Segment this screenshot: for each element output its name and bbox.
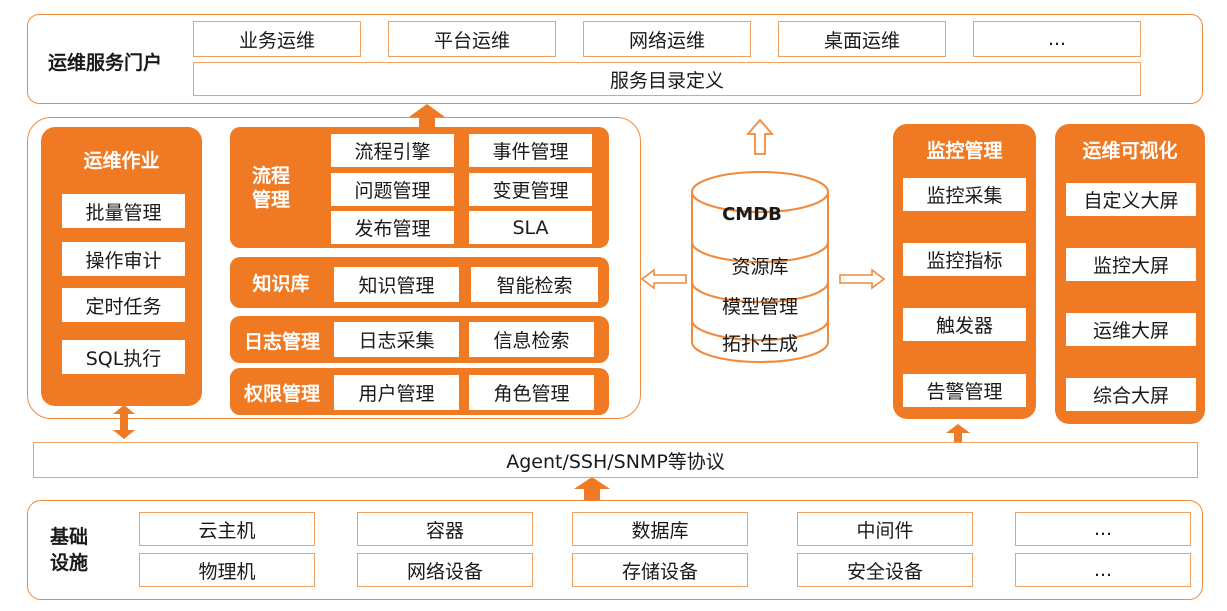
ops-item-sql[interactable]: SQL执行 <box>62 340 185 374</box>
infra-item-security[interactable]: 安全设备 <box>797 553 973 587</box>
portal-item-desktop[interactable]: 桌面运维 <box>778 21 946 57</box>
ops-item-batch[interactable]: 批量管理 <box>62 194 185 228</box>
log-item-search[interactable]: 信息检索 <box>469 322 594 357</box>
ops-item-timer[interactable]: 定时任务 <box>62 288 185 322</box>
arrow-up-icon <box>746 118 774 155</box>
ops-work-title: 运维作业 <box>83 149 160 172</box>
log-item-collect[interactable]: 日志采集 <box>334 322 459 357</box>
visual-item-ops[interactable]: 运维大屏 <box>1066 313 1196 346</box>
knowledge-item-manage[interactable]: 知识管理 <box>334 267 459 302</box>
visual-item-custom[interactable]: 自定义大屏 <box>1066 183 1196 216</box>
infra-item-network-device[interactable]: 网络设备 <box>357 553 533 587</box>
permission-item-user[interactable]: 用户管理 <box>334 375 459 410</box>
protocol-bar: Agent/SSH/SNMP等协议 <box>33 442 1198 478</box>
monitor-item-metric[interactable]: 监控指标 <box>903 243 1026 276</box>
infra-item-middleware[interactable]: 中间件 <box>797 512 973 546</box>
portal-item-network[interactable]: 网络运维 <box>583 21 751 57</box>
infra-title: 基础 设施 <box>50 526 89 574</box>
process-item-event[interactable]: 事件管理 <box>469 134 592 167</box>
infra-item-more-1[interactable]: ... <box>1015 512 1191 546</box>
infra-item-container[interactable]: 容器 <box>357 512 533 546</box>
knowledge-item-search[interactable]: 智能检索 <box>471 267 598 302</box>
process-item-release[interactable]: 发布管理 <box>331 211 454 244</box>
infra-item-physical[interactable]: 物理机 <box>139 553 315 587</box>
monitor-item-trigger[interactable]: 触发器 <box>903 308 1026 341</box>
process-item-sla[interactable]: SLA <box>469 211 592 244</box>
visual-title: 运维可视化 <box>1082 139 1178 162</box>
monitor-item-collect[interactable]: 监控采集 <box>903 178 1026 211</box>
visual-item-monitor[interactable]: 监控大屏 <box>1066 248 1196 281</box>
cmdb-item-resource: 资源库 <box>731 256 789 278</box>
arrow-right-icon <box>839 268 886 290</box>
monitor-item-alert[interactable]: 告警管理 <box>903 374 1026 407</box>
infra-item-more-2[interactable]: ... <box>1015 553 1191 587</box>
monitor-title: 监控管理 <box>926 139 1003 162</box>
knowledge-title: 知识库 <box>252 272 310 295</box>
infra-item-cloud-host[interactable]: 云主机 <box>139 512 315 546</box>
permission-item-role[interactable]: 角色管理 <box>469 375 594 410</box>
process-title: 流程 管理 <box>251 165 290 211</box>
arrow-up-solid-icon <box>409 104 445 129</box>
ops-item-audit[interactable]: 操作审计 <box>62 242 185 276</box>
process-item-problem[interactable]: 问题管理 <box>331 173 454 206</box>
cmdb-item-model: 模型管理 <box>721 296 798 318</box>
permission-title: 权限管理 <box>243 382 320 405</box>
visual-item-overall[interactable]: 综合大屏 <box>1066 378 1196 411</box>
infra-item-database[interactable]: 数据库 <box>572 512 748 546</box>
portal-item-business[interactable]: 业务运维 <box>193 21 361 57</box>
portal-title: 运维服务门户 <box>48 52 163 74</box>
portal-item-more[interactable]: ... <box>973 21 1141 57</box>
arrow-up-protocol-icon <box>574 477 610 500</box>
cmdb-cylinder <box>691 171 829 363</box>
service-catalog-box[interactable]: 服务目录定义 <box>193 62 1141 96</box>
portal-item-platform[interactable]: 平台运维 <box>388 21 556 57</box>
cmdb-item-topology: 拓扑生成 <box>721 333 798 355</box>
log-title: 日志管理 <box>243 330 320 353</box>
arrow-left-icon <box>640 268 687 290</box>
arrow-updown-left-icon <box>113 405 135 439</box>
process-item-engine[interactable]: 流程引擎 <box>331 134 454 167</box>
infra-item-storage[interactable]: 存储设备 <box>572 553 748 587</box>
cmdb-title: CMDB <box>722 204 782 225</box>
process-item-change[interactable]: 变更管理 <box>469 173 592 206</box>
